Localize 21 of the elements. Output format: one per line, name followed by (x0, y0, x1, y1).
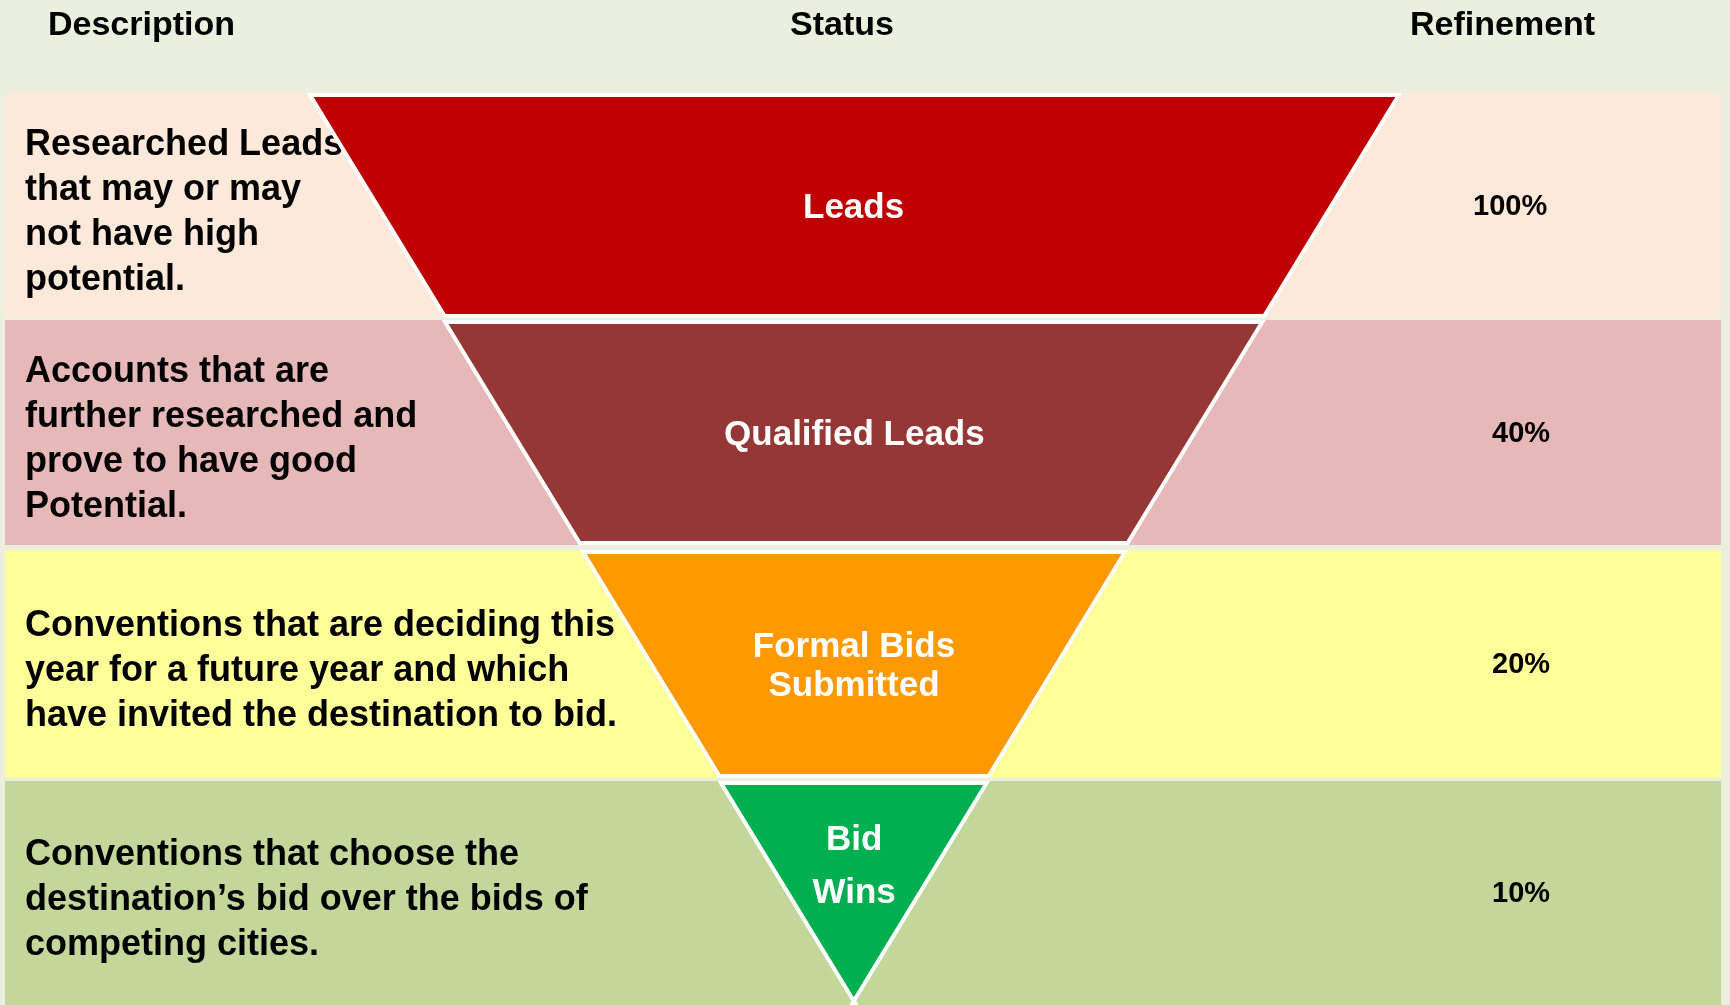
stage-label: Qualified Leads (723, 413, 986, 452)
percentage-text: 100% (1473, 189, 1548, 222)
percentage-text: 10% (1492, 876, 1551, 909)
description-text: Researched Leads that may or may not have high potential. (25, 121, 345, 300)
stage-label: Bid Wins (811, 817, 897, 912)
funnel-segment (442, 320, 1266, 545)
description-text: Conventions that are deciding this year for a future year and which have invited the destination to bid. (25, 602, 619, 736)
description-text: Accounts that are further researched and prove to have good Potential. (25, 348, 419, 527)
percentage-text: 20% (1492, 647, 1551, 680)
description-text: Conventions that choose the destination’s bid over the bids of competing cities. (25, 831, 589, 965)
column-header: Status (790, 4, 894, 43)
row-band (5, 550, 1721, 778)
column-header: Refinement (1410, 4, 1596, 43)
row-band (5, 93, 1721, 318)
stage-label: Leads (802, 186, 906, 225)
column-header: Description (48, 4, 236, 43)
row-band (5, 781, 1721, 1005)
percentage-text: 40% (1492, 416, 1551, 449)
funnel-segment (718, 781, 990, 1005)
row-band (5, 320, 1721, 545)
stage-label: Formal Bids Submitted (751, 625, 957, 703)
